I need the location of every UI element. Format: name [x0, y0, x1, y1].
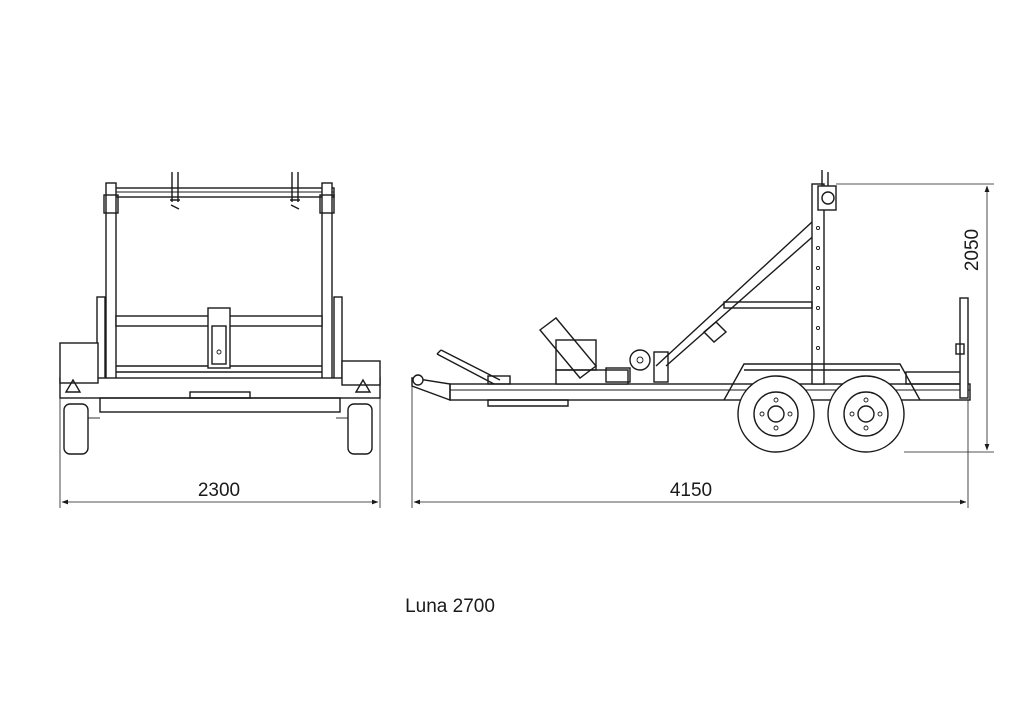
front-view [59, 172, 381, 455]
side-view [411, 170, 971, 453]
length-dimension: 4150 [411, 384, 969, 508]
clamp-left [170, 172, 180, 210]
front-wheel-left [63, 403, 89, 455]
height-value: 2050 [962, 229, 983, 271]
handle [436, 349, 501, 385]
rear-wheel-1 [737, 375, 815, 453]
lift-block [538, 317, 598, 379]
rear-wheel-2 [827, 375, 905, 453]
clamp-right [290, 172, 300, 210]
pulley [629, 349, 651, 371]
tow-hitch [412, 374, 424, 386]
front-wheel-right [347, 403, 373, 455]
reflector-right [354, 378, 372, 393]
model-label: Luna 2700 [405, 596, 495, 617]
reflector-left [64, 378, 82, 393]
boom [655, 221, 819, 367]
width-value: 2300 [198, 480, 240, 501]
height-dimension: 2050 [836, 183, 994, 453]
length-value: 4150 [670, 480, 712, 501]
width-dimension: 2300 [59, 398, 381, 508]
